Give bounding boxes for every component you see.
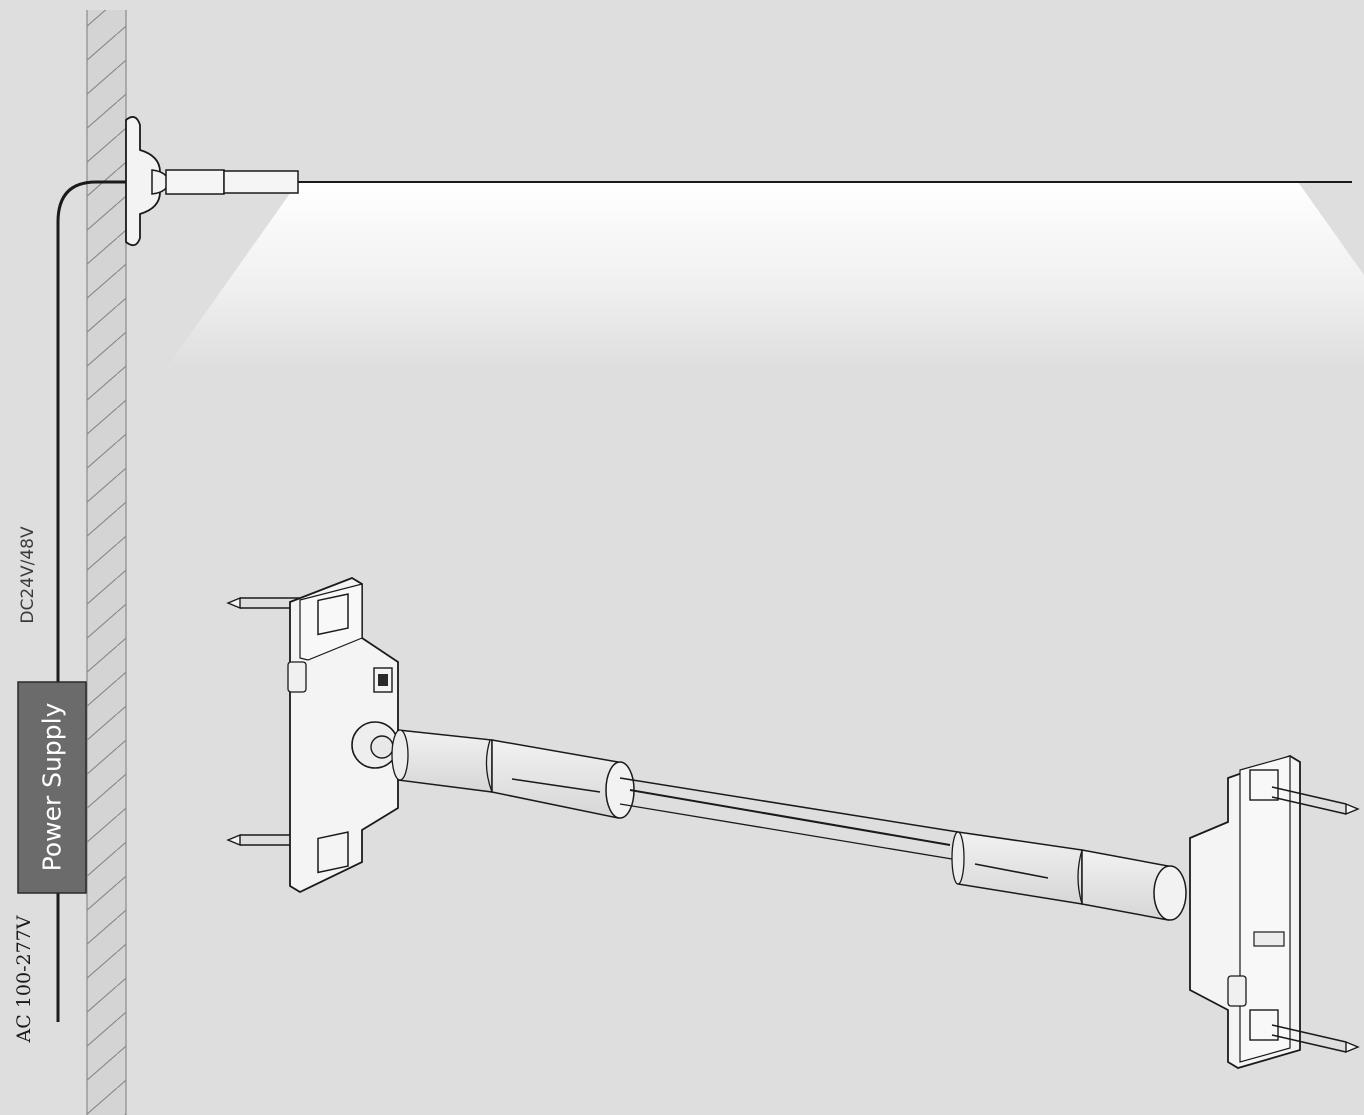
ac-voltage-label: AC 100-277V <box>13 915 35 1043</box>
tube-assembly <box>391 729 1187 921</box>
power-supply-label: Power Supply <box>38 702 67 871</box>
light-beam <box>165 182 1364 370</box>
right-bracket <box>1189 755 1360 1069</box>
wall-mount <box>125 116 1352 247</box>
left-bracket <box>226 577 399 894</box>
dc-voltage-label: DC24V/48V <box>18 526 38 624</box>
dc-cable <box>56 180 126 682</box>
power-supply-box <box>17 681 87 894</box>
wall <box>86 10 127 1115</box>
